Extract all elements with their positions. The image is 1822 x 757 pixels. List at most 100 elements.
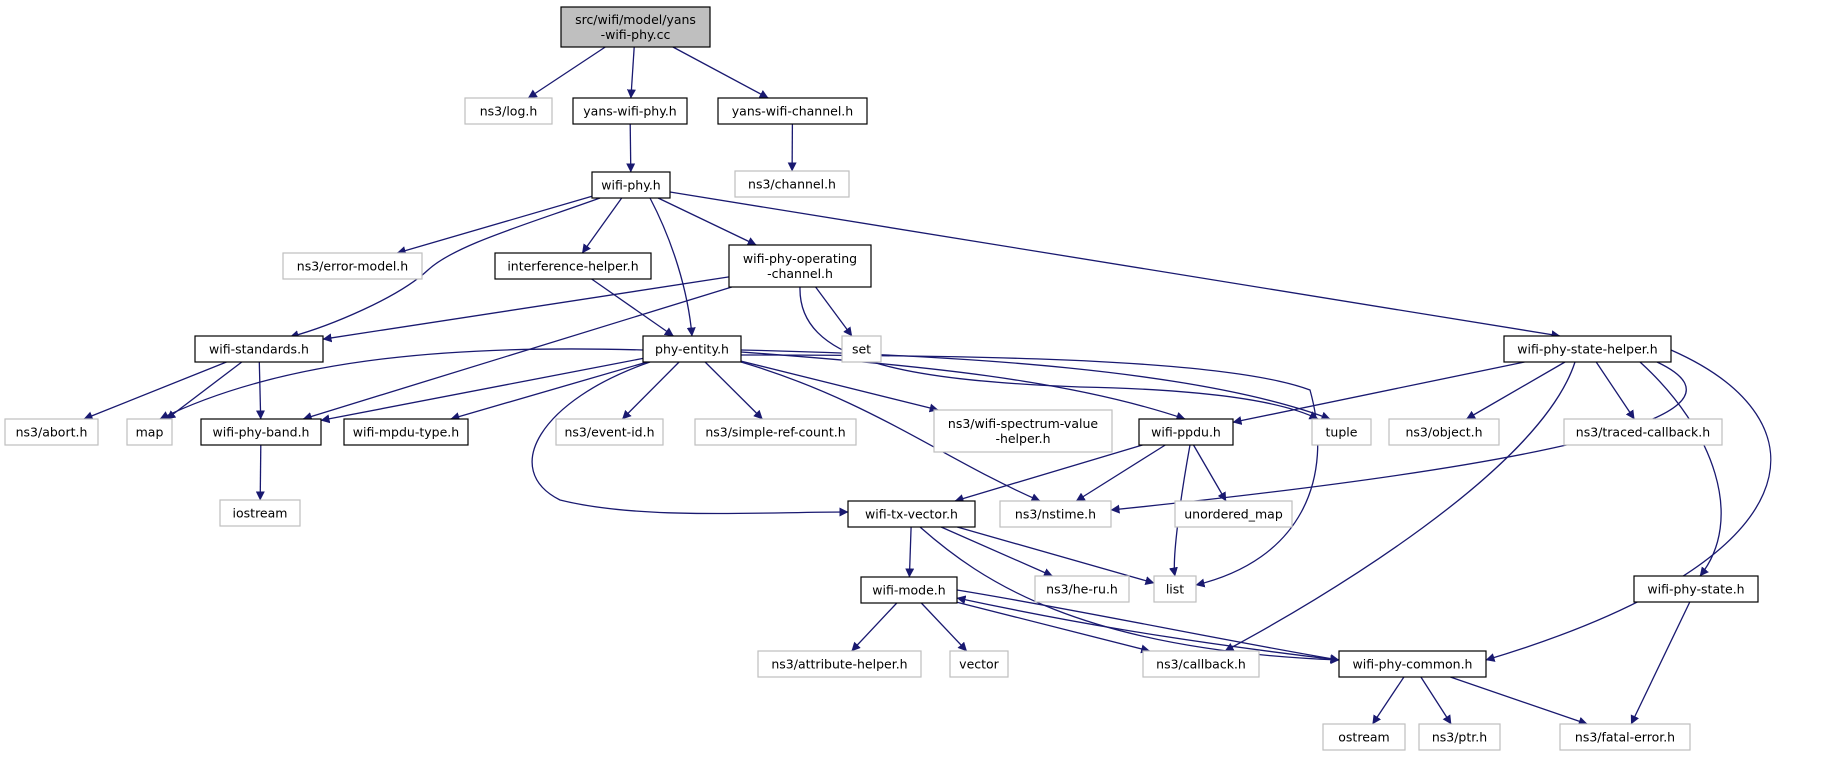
edge-phyentity-to-txvector	[531, 361, 849, 517]
node-box	[1418, 723, 1501, 751]
edge-wifiphy-to-phyentity	[649, 197, 696, 337]
header-nodes: src/wifi/model/yans-wifi-phy.ccns3/log.h…	[4, 6, 1759, 751]
node-label: ns3/event-id.h	[564, 425, 654, 440]
node-box	[1633, 575, 1759, 603]
node-label: ns3/ptr.h	[1432, 730, 1487, 745]
edge-root-to-yansphy	[626, 46, 636, 99]
phy-entity-node[interactable]: phy-entity.h	[642, 335, 742, 363]
edge-wifimode-to-callback	[956, 601, 1151, 654]
edge-yansphy-to-wifiphy	[626, 123, 636, 173]
node-label: ns3/callback.h	[1156, 657, 1246, 672]
wifi-phy-node[interactable]: wifi-phy.h	[591, 171, 671, 199]
edge-ppdu-to-txvector	[954, 444, 1143, 503]
edge-txvector-to-heru	[940, 526, 1053, 577]
wifi-phy-operating-channel-node[interactable]: wifi-phy-operating-channel.h	[728, 244, 872, 288]
set-node: set	[841, 335, 882, 363]
wifi-phy-state-node[interactable]: wifi-phy-state.h	[1633, 575, 1759, 603]
node-box	[1138, 418, 1234, 446]
node-box	[728, 244, 872, 288]
edge-phyentity-to-nstime	[740, 361, 1041, 502]
node-label: ns3/he-ru.h	[1046, 582, 1118, 597]
node-label: wifi-mpdu-type.h	[353, 425, 459, 440]
edge-statehelper-to-object	[1466, 361, 1566, 420]
edge-statehelper-to-common	[1485, 349, 1772, 662]
node-label: wifi-standards.h	[209, 342, 309, 357]
node-label: wifi-phy-operating	[743, 251, 857, 266]
edge-standards-to-abort	[83, 361, 227, 421]
node-box	[999, 500, 1112, 528]
node-box	[1174, 500, 1293, 528]
wifi-standards-node[interactable]: wifi-standards.h	[194, 335, 324, 363]
edge-opchan-to-tuple	[799, 286, 1319, 420]
node-box	[555, 418, 664, 446]
node-box	[1559, 723, 1691, 751]
node-label: ns3/object.h	[1405, 425, 1482, 440]
node-label: wifi-phy-common.h	[1353, 657, 1473, 672]
node-label: ns3/error-model.h	[297, 259, 408, 274]
node-label: phy-entity.h	[655, 342, 729, 357]
node-box	[1153, 575, 1197, 603]
wifi-phy-band-node[interactable]: wifi-phy-band.h	[200, 418, 322, 446]
edge-ppdu-to-nstime	[1075, 444, 1166, 502]
interference-helper-node[interactable]: interference-helper.h	[494, 252, 652, 280]
edge-phyentity-to-eventid	[621, 361, 680, 420]
node-label: ns3/traced-callback.h	[1576, 425, 1710, 440]
edge-phyentity-to-tuple	[740, 349, 1331, 421]
edge-phyentity-to-ppdu	[740, 351, 1186, 421]
node-box	[126, 418, 173, 446]
node-label: vector	[959, 657, 1000, 672]
ostream-node: ostream	[1322, 723, 1406, 751]
node-box	[734, 170, 850, 198]
ns3-error-model-node: ns3/error-model.h	[282, 252, 423, 280]
node-label: tuple	[1326, 425, 1358, 440]
node-label: wifi-phy-state-helper.h	[1517, 342, 1657, 357]
wifi-phy-common-node[interactable]: wifi-phy-common.h	[1338, 650, 1487, 678]
node-label: interference-helper.h	[507, 259, 638, 274]
node-label: set	[852, 342, 871, 357]
ns3-attribute-helper-node: ns3/attribute-helper.h	[757, 650, 922, 678]
wifi-phy-state-helper-node[interactable]: wifi-phy-state-helper.h	[1503, 335, 1672, 363]
node-label: ns3/fatal-error.h	[1575, 730, 1675, 745]
edge-phyentity-to-map	[159, 348, 644, 420]
node-box	[464, 97, 553, 125]
ns3-channel-node: ns3/channel.h	[734, 170, 850, 198]
edge-wifiphy-to-interf	[581, 197, 623, 254]
edge-common-to-ptr	[1420, 676, 1452, 725]
node-box	[194, 335, 324, 363]
node-box	[200, 418, 322, 446]
node-label: ns3/nstime.h	[1015, 507, 1096, 522]
node-label: wifi-ppdu.h	[1151, 425, 1221, 440]
edge-wifimode-to-common	[956, 589, 1340, 664]
edge-wifimode-to-vector	[920, 602, 968, 652]
node-box	[1338, 650, 1487, 678]
node-label: wifi-tx-vector.h	[865, 507, 958, 522]
wifi-tx-vector-node[interactable]: wifi-tx-vector.h	[847, 500, 976, 528]
wifi-mode-node[interactable]: wifi-mode.h	[860, 576, 958, 604]
edge-phyentity-to-spectrum	[740, 360, 939, 413]
node-label: -wifi-phy.cc	[601, 27, 671, 42]
node-box	[1034, 575, 1130, 603]
edge-ppdu-to-umap	[1192, 444, 1227, 502]
edge-wifiphy-to-statehelper	[669, 191, 1561, 340]
edge-phystate-to-fatal	[1630, 601, 1691, 725]
wifi-mpdu-type-node[interactable]: wifi-mpdu-type.h	[343, 418, 469, 446]
yans-wifi-phy-node[interactable]: yans-wifi-phy.h	[572, 97, 688, 125]
tuple-node: tuple	[1311, 418, 1372, 446]
ns3-nstime-node: ns3/nstime.h	[999, 500, 1112, 528]
yans-wifi-channel-node[interactable]: yans-wifi-channel.h	[717, 97, 868, 125]
node-box	[343, 418, 469, 446]
edge-root-to-yanschan	[672, 46, 769, 99]
edge-common-to-fatal	[1450, 676, 1588, 726]
ns3-abort-node: ns3/abort.h	[4, 418, 99, 446]
edge-txvector-to-wifimode	[905, 526, 915, 578]
wifi-ppdu-node[interactable]: wifi-ppdu.h	[1138, 418, 1234, 446]
ns3-fatal-error-node: ns3/fatal-error.h	[1559, 723, 1691, 751]
node-label: -channel.h	[767, 266, 833, 281]
node-box	[841, 335, 882, 363]
ns3-callback-node: ns3/callback.h	[1142, 650, 1260, 678]
root-source-node[interactable]: src/wifi/model/yans-wifi-phy.cc	[560, 6, 711, 48]
edge-wifiphy-to-standards	[289, 197, 601, 340]
edge-statehelper-to-phystate	[1639, 361, 1722, 577]
node-label: yans-wifi-phy.h	[583, 104, 676, 119]
